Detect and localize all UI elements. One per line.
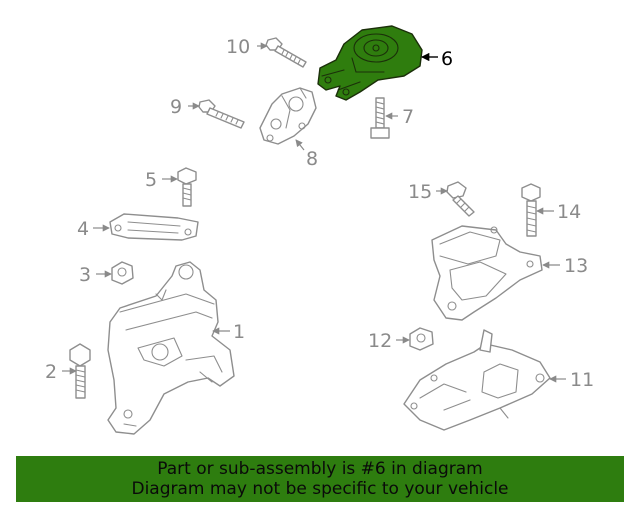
- callout-10: 10: [226, 36, 250, 58]
- callout-5: 5: [145, 169, 157, 191]
- part-12-nut[interactable]: [409, 327, 434, 351]
- callout-15: 15: [408, 181, 432, 203]
- part-7-stud[interactable]: [370, 97, 390, 139]
- callout-14: 14: [557, 201, 581, 223]
- part-5-bolt[interactable]: [177, 167, 197, 207]
- callouts: 10 6 9 7 8 5 4 3 1 2 15 14 13 12 11: [45, 36, 594, 391]
- part-9-bolt[interactable]: [198, 99, 245, 129]
- banner-line-2: Diagram may not be specific to your vehi…: [131, 479, 509, 499]
- callout-1: 1: [233, 321, 245, 343]
- part-8-bracket[interactable]: [259, 87, 317, 145]
- banner-line-1: Part or sub-assembly is #6 in diagram: [157, 459, 483, 479]
- part-10-bolt[interactable]: [265, 37, 307, 68]
- callout-11: 11: [570, 369, 594, 391]
- part-11-mount[interactable]: [403, 329, 551, 431]
- info-banner: Part or sub-assembly is #6 in diagram Di…: [16, 456, 624, 502]
- part-6-mount[interactable]: [317, 25, 423, 101]
- callout-13: 13: [564, 255, 588, 277]
- callout-3: 3: [79, 264, 91, 286]
- part-2-bolt[interactable]: [69, 343, 91, 399]
- callout-2: 2: [45, 361, 57, 383]
- leader-lines: [62, 42, 566, 383]
- part-3-nut[interactable]: [111, 261, 134, 285]
- callout-9: 9: [170, 96, 182, 118]
- part-4-bracket[interactable]: [109, 213, 199, 241]
- part-14-bolt[interactable]: [521, 183, 541, 237]
- callout-8: 8: [306, 148, 318, 170]
- callout-6: 6: [441, 48, 453, 70]
- part-15-bolt[interactable]: [446, 181, 475, 217]
- part-13-bracket[interactable]: [431, 225, 543, 321]
- callout-7: 7: [402, 106, 414, 128]
- callout-12: 12: [368, 330, 392, 352]
- part-1-mount[interactable]: [107, 261, 235, 435]
- callout-4: 4: [77, 218, 89, 240]
